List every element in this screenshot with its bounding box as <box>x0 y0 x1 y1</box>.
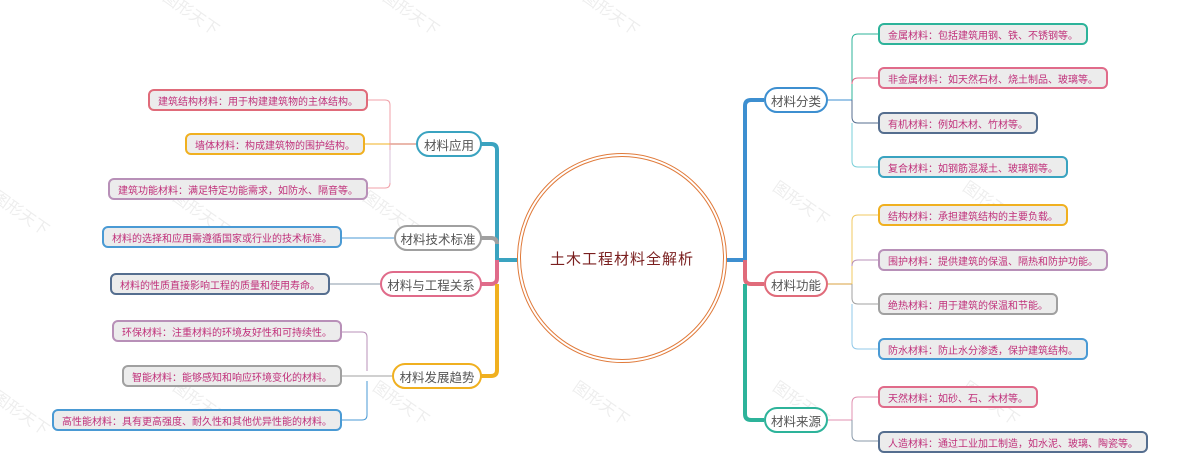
leaf-composite-materials[interactable]: 复合材料：如钢筋混凝土、玻璃钢等。 <box>878 156 1068 178</box>
branch-material-standards[interactable]: 材料技术标准 <box>394 225 482 251</box>
central-topic-label: 土木工程材料全解析 <box>549 249 694 268</box>
branch-material-engineering-relation[interactable]: 材料与工程关系 <box>380 271 482 297</box>
leaf-wall-materials[interactable]: 墙体材料：构成建筑物的围护结构。 <box>185 133 365 155</box>
leaf-nonmetal-materials[interactable]: 非金属材料：如天然石材、烧土制品、玻璃等。 <box>878 67 1108 89</box>
branch-material-application[interactable]: 材料应用 <box>416 131 482 157</box>
branch-material-function[interactable]: 材料功能 <box>764 271 828 297</box>
leaf-natural-materials[interactable]: 天然材料：如砂、石、木材等。 <box>878 386 1038 408</box>
leaf-manmade-materials[interactable]: 人造材料：通过工业加工制造，如水泥、玻璃、陶瓷等。 <box>878 431 1148 453</box>
leaf-smart-materials[interactable]: 智能材料：能够感知和响应环境变化的材料。 <box>122 365 342 387</box>
branch-material-source[interactable]: 材料来源 <box>764 407 828 433</box>
leaf-envelope-materials[interactable]: 围护材料：提供建筑的保温、隔热和防护功能。 <box>878 249 1108 271</box>
leaf-insulation-materials[interactable]: 绝热材料：用于建筑的保温和节能。 <box>878 293 1058 315</box>
leaf-high-performance-materials[interactable]: 高性能材料：具有更高强度、耐久性和其他优异性能的材料。 <box>52 409 342 431</box>
leaf-structure-materials[interactable]: 结构材料：承担建筑结构的主要负载。 <box>878 204 1068 226</box>
branch-material-classification[interactable]: 材料分类 <box>764 87 828 113</box>
leaf-organic-materials[interactable]: 有机材料：例如木材、竹材等。 <box>878 112 1038 134</box>
leaf-quality-impact[interactable]: 材料的性质直接影响工程的质量和使用寿命。 <box>110 273 330 295</box>
leaf-functional-materials[interactable]: 建筑功能材料：满足特定功能需求，如防水、隔音等。 <box>108 178 368 200</box>
leaf-metal-materials[interactable]: 金属材料：包括建筑用钢、铁、不锈钢等。 <box>878 23 1088 45</box>
leaf-structural-materials[interactable]: 建筑结构材料：用于构建建筑物的主体结构。 <box>148 89 368 111</box>
leaf-technical-standards[interactable]: 材料的选择和应用需遵循国家或行业的技术标准。 <box>102 226 342 248</box>
central-topic[interactable]: 土木工程材料全解析 <box>517 153 727 363</box>
branch-material-trends[interactable]: 材料发展趋势 <box>392 363 482 389</box>
leaf-waterproof-materials[interactable]: 防水材料：防止水分渗透，保护建筑结构。 <box>878 338 1088 360</box>
leaf-eco-materials[interactable]: 环保材料：注重材料的环境友好性和可持续性。 <box>112 320 342 342</box>
